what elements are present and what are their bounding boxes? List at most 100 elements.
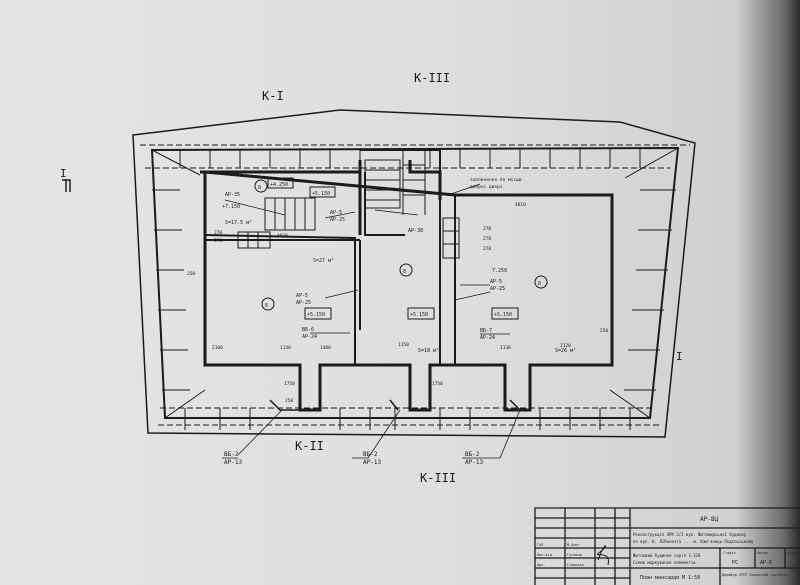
level-box [304, 307, 332, 320]
dormer-bays [269, 399, 521, 411]
title-block: АР-8Ц Реконструкція АРК 2/3 вул. Житомир… [534, 507, 800, 585]
room-level: +5.150 [410, 312, 428, 318]
callout-label: АР-25 [296, 300, 311, 306]
section-arrow [62, 179, 71, 192]
role-label: Нач.від [537, 553, 552, 557]
callout-label: АР-5 [490, 279, 502, 285]
dimension: 250 [285, 398, 293, 404]
sheet-value: АР-6 [760, 560, 772, 566]
level-box [267, 177, 294, 189]
callout-label: 7.250 [492, 268, 507, 274]
dimension: 4810 [515, 202, 526, 208]
callout-label: АР-13 [465, 459, 483, 466]
callout-label: АР-25 [330, 217, 345, 223]
signature [597, 545, 609, 566]
role-label: Арх. [537, 563, 545, 567]
callout-label: АР-38 [408, 228, 423, 234]
callout-label: дверні двері [470, 184, 503, 190]
room-number: 6 [265, 303, 268, 309]
outer-wall [150, 146, 680, 419]
vent-blocks [237, 217, 460, 259]
section-mark: К-I [262, 89, 284, 103]
dimension: 4830 [277, 233, 288, 239]
section-mark: К-II [295, 439, 324, 453]
dimension: 1400 [320, 345, 331, 351]
roof-outline [132, 109, 696, 438]
dimension: 1150 [398, 342, 409, 348]
dimension: 250 [600, 328, 608, 334]
room-area: S=26 м² [555, 348, 576, 354]
section-mark: К-III [414, 71, 450, 85]
room-marker [534, 275, 548, 289]
level-box [491, 307, 519, 320]
callout-label: АР-25 [490, 286, 505, 292]
inner-walls [200, 160, 614, 412]
room-level: +4.250 [270, 182, 288, 188]
room-marker [254, 179, 268, 193]
level-box [407, 307, 435, 320]
dimension: 270 [483, 246, 491, 252]
callout-label: ВБ-2 [465, 451, 480, 458]
dimension: 270 [214, 238, 222, 244]
callout-label: АР-24 [302, 334, 317, 340]
room-number: 8 [403, 269, 406, 275]
callout-label: АР-5 [330, 210, 342, 216]
dimension: 1130 [280, 345, 291, 351]
room-area: S=18 м² [418, 348, 439, 354]
dimension: 1750 [284, 381, 295, 387]
stage-value: РС [732, 560, 738, 566]
room-area: S=17.5 м² [225, 220, 252, 226]
callout-label: ВБ-7 [480, 328, 492, 334]
name-label: Гусаков [567, 553, 582, 557]
callout-label: ВБ-2 [363, 451, 378, 458]
room-marker [261, 297, 275, 311]
name-label: Ф.Олег [567, 543, 580, 547]
callout-label: +7.150 [222, 204, 240, 210]
callout-label: АР-5 [296, 293, 308, 299]
callout-label: заповнення по місцю [470, 177, 522, 183]
level-box [309, 186, 336, 198]
dimension: 2120 [560, 343, 571, 349]
callout-label: ВБ-2 [224, 451, 239, 458]
project-name: Реконструкція АРК 2/3 вул. Житомирської … [633, 532, 747, 537]
room-area: S=27 м² [313, 258, 334, 264]
project-name: по вул. К. Лібкнехта ... м. Кам'янець-По… [633, 539, 754, 544]
section-mark: I [60, 167, 67, 180]
dimension: 270 [483, 226, 491, 232]
name-label: Стариков [567, 563, 584, 567]
room-number: 8 [538, 281, 541, 287]
room-level: +5.150 [307, 312, 325, 318]
callout-label: АР-13 [224, 459, 242, 466]
callout-label: АР-35 [225, 192, 240, 198]
sheet-label: Аркуш [757, 551, 768, 555]
callout-label: АР-13 [363, 459, 381, 466]
dimension: 2100 [212, 345, 223, 351]
room-marker [399, 263, 413, 277]
partition-walls [204, 149, 456, 365]
building-name: Житловий будинок серія 1-318 [633, 553, 701, 558]
dimension: 1750 [432, 381, 443, 387]
section-mark: К-III [420, 471, 456, 485]
section-mark: I [676, 350, 683, 363]
stage-label: Стадія [723, 551, 736, 555]
callout-label: АР-24 [480, 335, 495, 341]
sheets-label: Аркушів [786, 551, 799, 555]
room-level: +5.150 [494, 312, 512, 318]
rafters [151, 147, 679, 430]
building-name: Схема маркування елементів [633, 560, 696, 565]
dimension: 270 [483, 236, 491, 242]
room-number: 8 [258, 185, 261, 191]
dimension: 250 [187, 271, 195, 277]
callout-label: +5.150 [312, 191, 330, 197]
leader-lines [224, 183, 521, 459]
rafter-line [140, 144, 690, 426]
stairs [264, 150, 426, 231]
dimension: 270 [214, 230, 222, 236]
drawing-title: План мансарди М 1:50 [640, 575, 700, 581]
organization: Держбуд УРСР Проектний інститут [722, 572, 787, 577]
role-label: ГАП [537, 543, 543, 547]
callout-label: ВБ-6 [302, 327, 314, 333]
dimension: 1130 [500, 345, 511, 351]
